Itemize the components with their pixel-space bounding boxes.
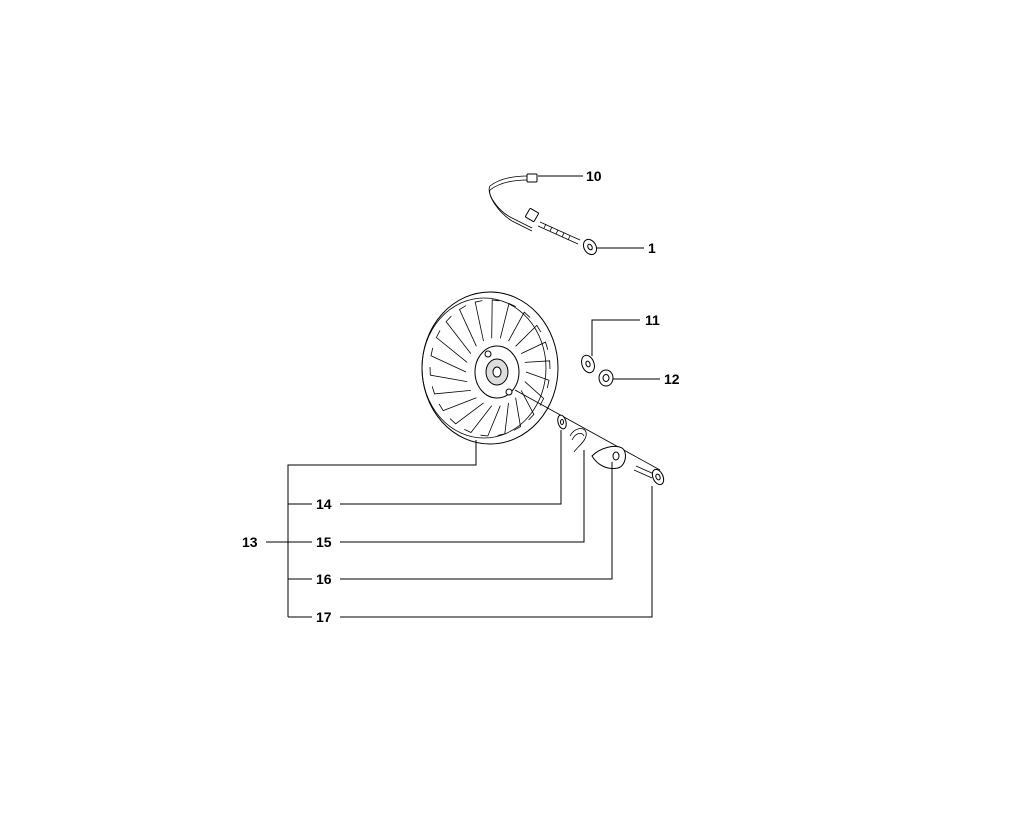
flywheel-fin [491, 299, 500, 339]
flywheel-part [421, 291, 559, 445]
flywheel-fin [464, 405, 493, 433]
leader-15 [288, 450, 585, 543]
pawl-screw-part [633, 465, 665, 486]
callout-14: 14 [316, 496, 332, 512]
callout-labels: 10 1 11 12 13 14 15 16 17 [242, 168, 680, 625]
flywheel-fin [497, 402, 509, 436]
flywheel-fin [525, 371, 550, 389]
flywheel-fin [435, 330, 468, 363]
flywheel-fin [480, 405, 501, 437]
callout-11: 11 [645, 312, 660, 328]
spring-part [569, 428, 587, 453]
flywheel-fin [458, 305, 477, 347]
callout-17: 17 [316, 609, 332, 625]
flywheel-fin [430, 347, 467, 373]
callout-12: 12 [664, 371, 680, 387]
leader-17 [288, 486, 653, 618]
flywheel-fin [429, 366, 468, 382]
flywheel-fin [508, 311, 531, 342]
flywheel-fin [445, 315, 472, 354]
leader-16 [288, 462, 613, 580]
flywheel-fin [524, 360, 551, 370]
flywheel-fin [515, 324, 542, 347]
washer-part [581, 354, 595, 374]
flywheel-fin [431, 386, 471, 395]
flywheel-fin [499, 302, 516, 339]
leader-11 [591, 319, 640, 356]
callout-13: 13 [242, 534, 258, 550]
flywheel-fin [521, 341, 549, 354]
small-washer-part [557, 414, 567, 430]
flywheel-fin [524, 381, 545, 406]
screw-part [537, 221, 598, 256]
leader-13-bracket [287, 440, 477, 617]
shaft-axis-line [514, 389, 661, 471]
ignition-cable-part [488, 173, 539, 232]
callout-15: 15 [316, 534, 332, 550]
flywheel-fin [520, 390, 535, 421]
leader-lines [266, 175, 660, 618]
callout-16: 16 [316, 571, 332, 587]
flywheel-fin [449, 402, 484, 425]
pawl-part [591, 445, 626, 469]
leader-14 [288, 430, 562, 505]
callout-1: 1 [648, 240, 656, 256]
callout-10: 10 [586, 168, 602, 184]
flywheel-fin [513, 397, 521, 431]
nut-part [598, 369, 614, 387]
flywheel-fin [438, 397, 477, 412]
flywheel-fin [474, 300, 484, 342]
